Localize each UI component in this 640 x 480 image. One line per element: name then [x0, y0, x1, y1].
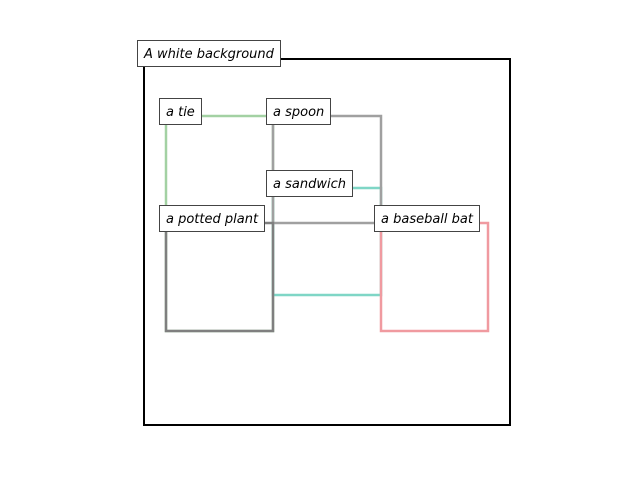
- sandwich-box: [271, 186, 383, 297]
- scene-frame: [143, 58, 511, 426]
- potted-plant-label: a potted plant: [159, 205, 266, 232]
- baseball-bat-box: [379, 221, 490, 333]
- spoon-label: a spoon: [266, 98, 332, 125]
- baseball-bat-label: a baseball bat: [374, 205, 480, 232]
- tie-label: a tie: [159, 98, 202, 125]
- scene-caption-label: A white background: [137, 40, 281, 67]
- potted-plant-box: [164, 221, 275, 333]
- sandwich-label: a sandwich: [266, 170, 353, 197]
